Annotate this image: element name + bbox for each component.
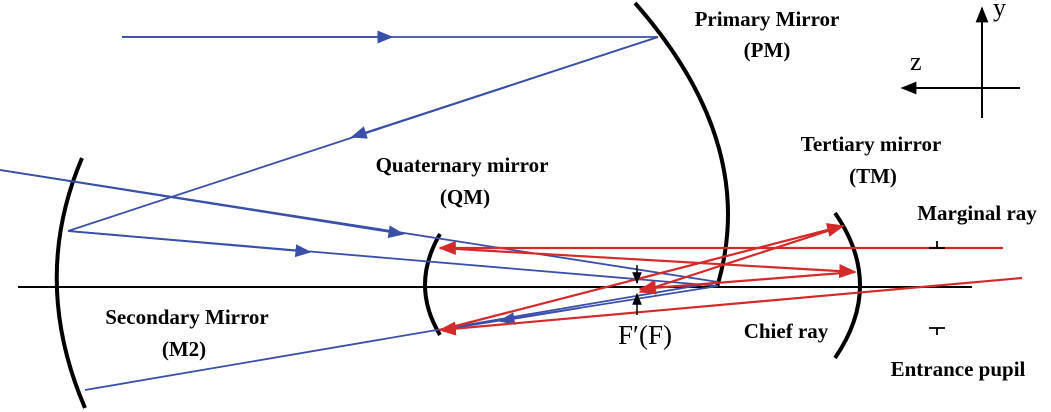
tertiary-mirror-label: Tertiary mirror xyxy=(801,132,942,156)
lower-ray-1 xyxy=(84,281,719,391)
coordinate-axes: y z xyxy=(900,0,1020,118)
focus-label: F′(F) xyxy=(618,320,672,350)
m2-upper-ray-arrow xyxy=(0,169,405,239)
tertiary-mirror xyxy=(833,211,862,360)
secondary-mirror-abbrev: (M2) xyxy=(162,337,206,361)
primary-mirror xyxy=(633,1,730,288)
marginal-ray-label: Marginal ray xyxy=(917,201,1037,225)
tm-to-focus-ray-lower xyxy=(638,270,856,295)
quaternary-mirror-label: Quaternary mirror xyxy=(376,153,549,177)
lower-ray-2-arrow xyxy=(498,307,581,326)
quaternary-mirror-abbrev: (QM) xyxy=(440,185,490,209)
chief-ray-label: Chief ray xyxy=(744,319,829,343)
quaternary-mirror xyxy=(423,232,442,337)
secondary-mirror xyxy=(54,157,87,409)
axis-z-label: z xyxy=(910,47,922,76)
axis-y-label: y xyxy=(993,0,1006,22)
primary-mirror-abbrev: (PM) xyxy=(744,38,791,62)
m2-to-qm-ray-arrow xyxy=(67,230,312,258)
tm-to-focus-ray-upper xyxy=(638,224,844,294)
chief-ray-in xyxy=(438,276,1023,336)
tertiary-mirror-abbrev: (TM) xyxy=(849,164,897,188)
blue-rays xyxy=(0,30,719,391)
qm-to-tm-ray-upper xyxy=(439,246,857,279)
secondary-mirror-label: Secondary Mirror xyxy=(105,305,269,329)
red-rays xyxy=(438,223,1023,336)
primary-mirror-label: Primary Mirror xyxy=(695,7,840,31)
entrance-pupil-marks xyxy=(929,241,945,335)
pm-to-m2-ray-arrow xyxy=(350,36,659,139)
entrance-pupil-label: Entrance pupil xyxy=(891,357,1026,381)
